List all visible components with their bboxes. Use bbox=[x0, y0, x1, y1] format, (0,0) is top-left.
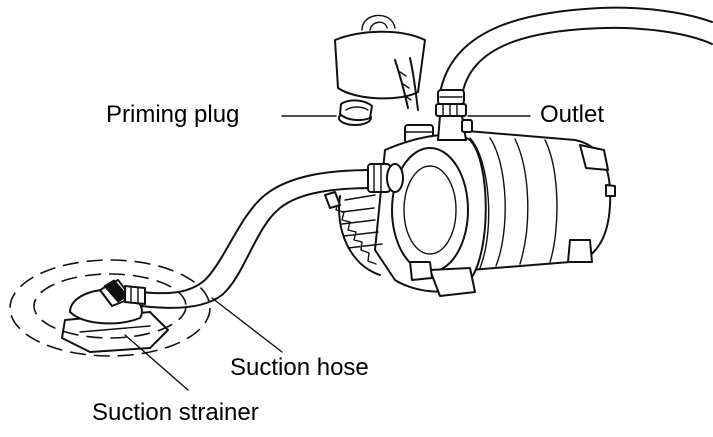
suction-hose bbox=[139, 163, 404, 309]
suction-strainer bbox=[61, 279, 169, 353]
label-priming-plug: Priming plug bbox=[106, 101, 240, 128]
water-surface-lines bbox=[9, 259, 211, 357]
label-suction-strainer: Suction strainer bbox=[92, 399, 259, 426]
label-outlet: Outlet bbox=[540, 101, 605, 128]
outlet-hose bbox=[435, 6, 713, 117]
label-suction-hose: Suction hose bbox=[230, 354, 369, 381]
leader-suction-strainer bbox=[124, 334, 189, 391]
leader-lines bbox=[124, 115, 531, 391]
priming-plug bbox=[338, 99, 373, 126]
leader-suction-hose bbox=[211, 297, 283, 353]
water-pitcher bbox=[334, 14, 426, 111]
pump-head bbox=[324, 115, 487, 297]
pump-motor bbox=[454, 129, 616, 271]
